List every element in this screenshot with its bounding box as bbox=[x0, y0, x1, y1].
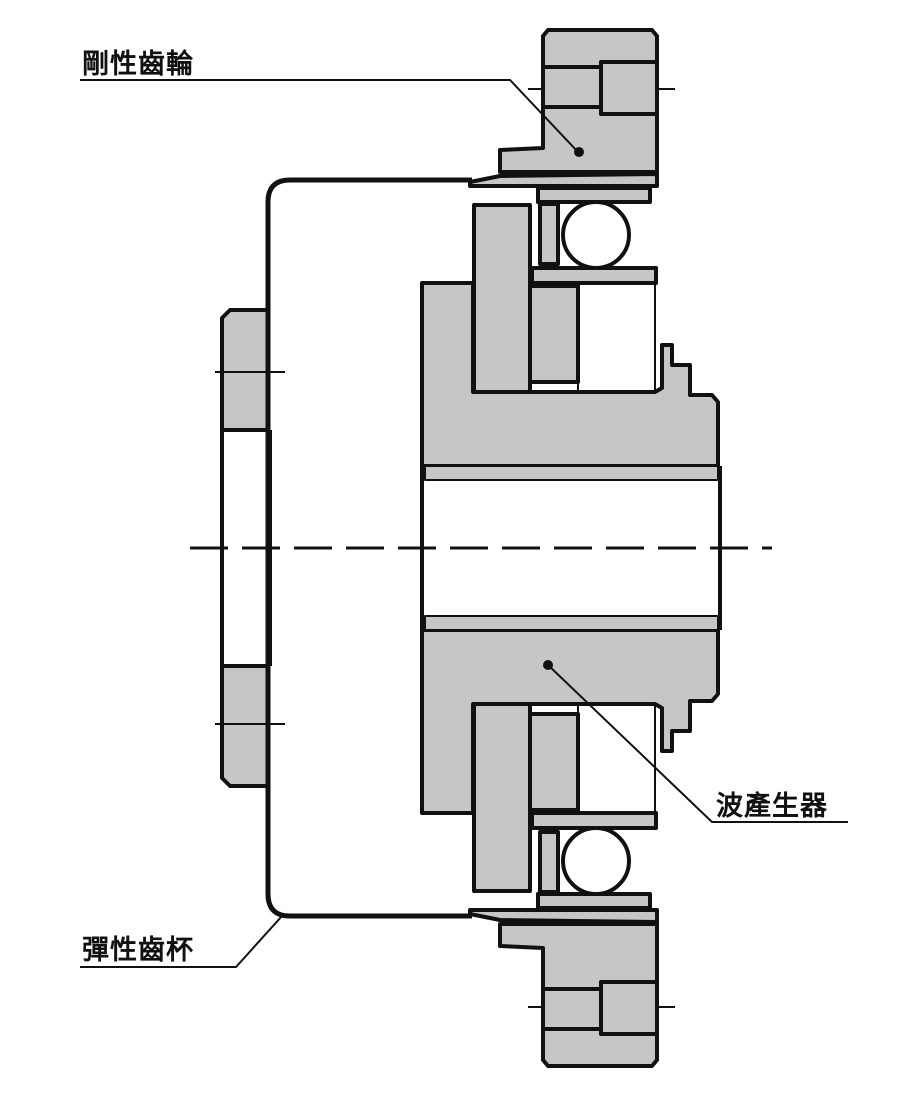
rigid-gear-leader-dot bbox=[574, 147, 584, 157]
bearing-ball bbox=[561, 200, 631, 270]
bearing-inner-ring bbox=[530, 266, 658, 285]
lower-half bbox=[215, 548, 720, 1066]
flexspline-flange bbox=[220, 308, 270, 432]
rigid-gear-bolt-head bbox=[599, 60, 659, 116]
flexspline-teeth bbox=[468, 172, 659, 188]
wave-generator-leader-dot bbox=[543, 660, 553, 670]
wave-generator-plate bbox=[472, 203, 532, 394]
upper-half bbox=[215, 28, 722, 548]
wave-generator-label: 波產生器 bbox=[716, 791, 828, 822]
flexspline-cup-wall bbox=[265, 177, 472, 548]
flexspline-cup-label: 彈性齒杯 bbox=[82, 935, 194, 966]
flexspline-leader bbox=[80, 915, 283, 968]
bearing-retainer bbox=[538, 202, 560, 266]
rigid-gear-label: 剛性齒輪 bbox=[82, 49, 194, 80]
wave-generator-hub bbox=[420, 281, 720, 468]
bearing-outer-ring bbox=[536, 186, 652, 204]
wave-generator-plug bbox=[528, 284, 580, 384]
wave-generator-leader bbox=[547, 664, 848, 823]
rigid-gear-leader bbox=[80, 79, 579, 153]
bore-band bbox=[424, 465, 719, 481]
rigid-gear-bolt-recess bbox=[541, 65, 603, 109]
